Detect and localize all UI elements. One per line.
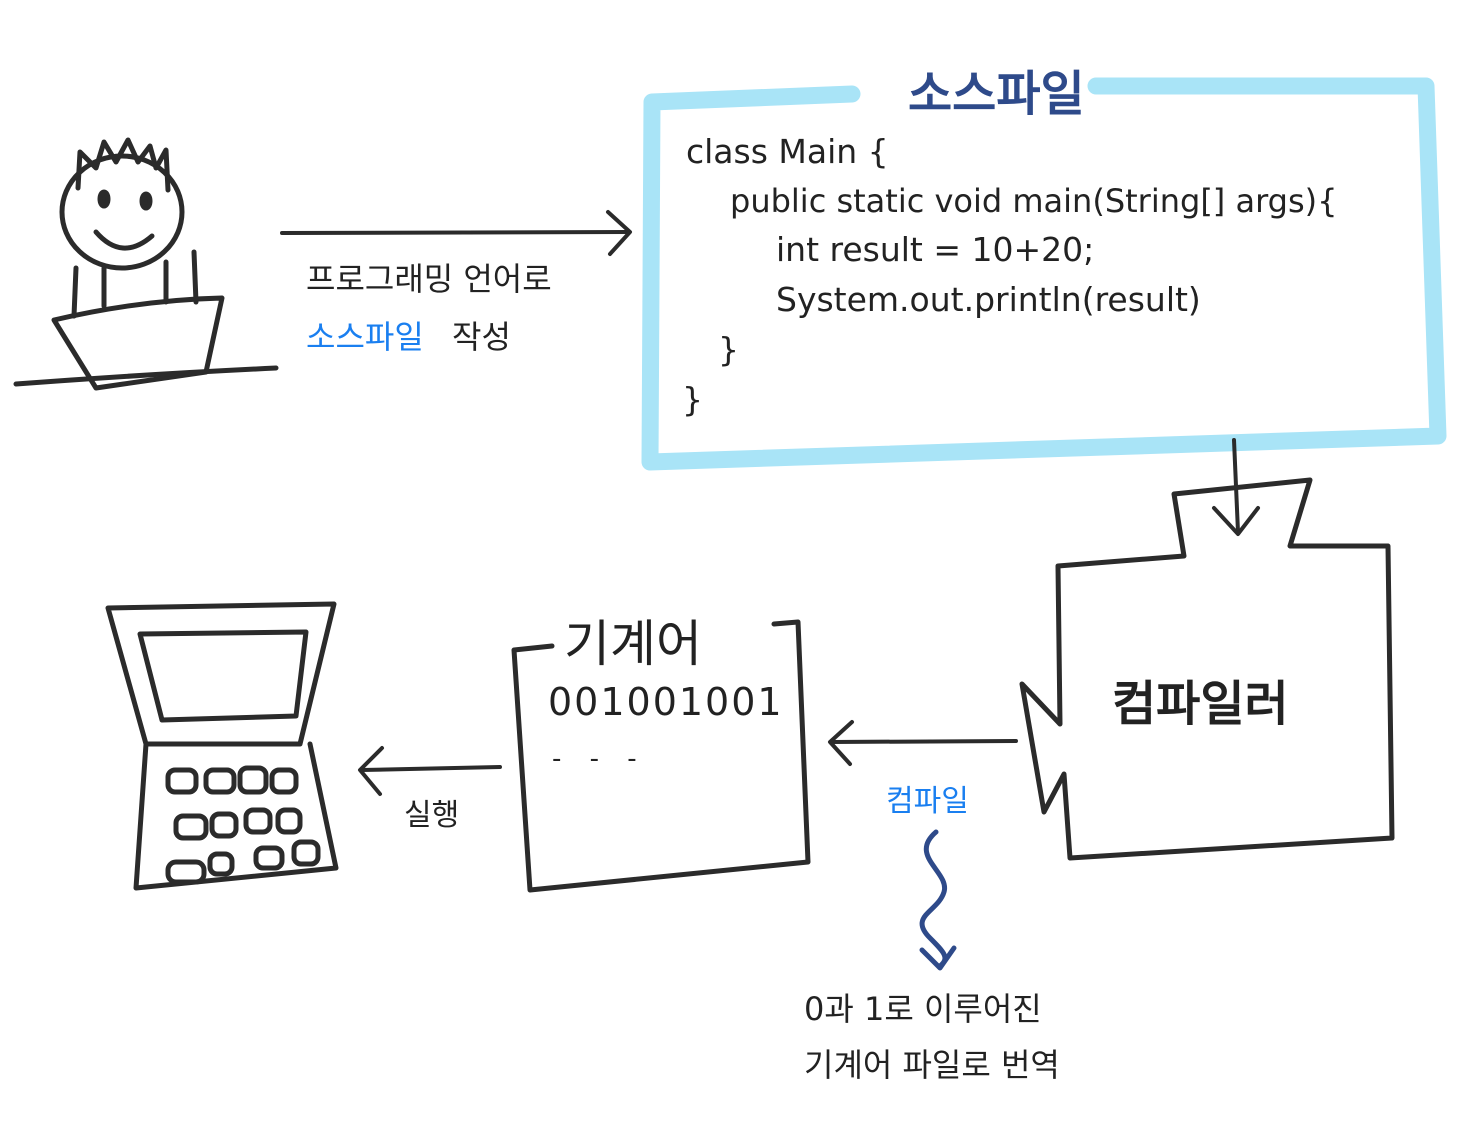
code-line-5: } bbox=[718, 330, 739, 369]
source-file-box bbox=[641, 77, 1447, 471]
compile-label: 컴파일 bbox=[886, 784, 969, 819]
compile-note-line1: 0과 1로 이루어진 bbox=[804, 990, 1042, 1028]
programmer-icon bbox=[13, 137, 279, 391]
machine-code-title: 기계어 bbox=[564, 615, 702, 673]
machine-code-binary: 001001001 bbox=[548, 680, 784, 724]
programmer-caption-rest: 작성 bbox=[452, 318, 511, 356]
programmer-caption-highlight: 소스파일 bbox=[306, 318, 424, 356]
arrow-execute bbox=[358, 746, 502, 796]
squiggle-arrow bbox=[919, 829, 957, 971]
compiler-label: 컴파일러 bbox=[1112, 676, 1289, 732]
source-file-title: 소스파일 bbox=[908, 66, 1085, 122]
compile-note-line2: 기계어 파일로 번역 bbox=[804, 1046, 1060, 1084]
machine-code-paper bbox=[511, 619, 811, 893]
code-line-4: System.out.println(result) bbox=[776, 280, 1201, 319]
machine-code-ellipsis: - - - bbox=[552, 744, 647, 774]
programmer-caption-line1: 프로그래밍 언어로 bbox=[306, 260, 552, 298]
code-line-2: public static void main(String[] args){ bbox=[730, 182, 1338, 220]
arrow-write bbox=[280, 210, 632, 256]
compiler-machine-icon bbox=[1019, 477, 1395, 861]
code-line-3: int result = 10+20; bbox=[776, 230, 1095, 269]
code-line-1: class Main { bbox=[686, 132, 889, 171]
code-line-6: } bbox=[682, 380, 703, 419]
laptop-icon bbox=[105, 601, 339, 891]
arrow-compile bbox=[828, 720, 1018, 766]
execute-label: 실행 bbox=[404, 798, 460, 833]
